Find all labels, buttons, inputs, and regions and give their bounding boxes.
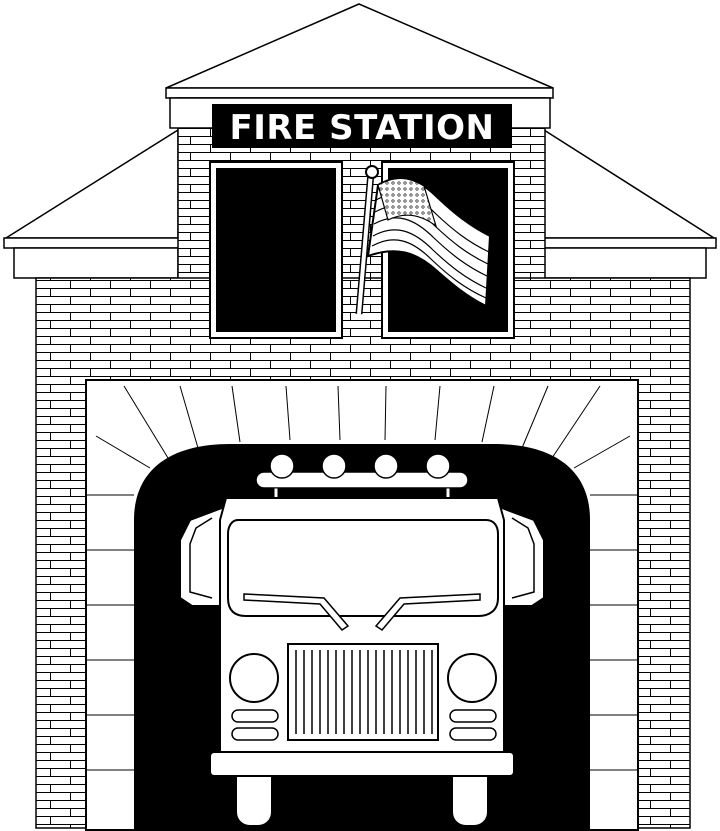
front-bumper (209, 751, 515, 777)
flag-star-field (377, 177, 438, 228)
fire-truck-icon (179, 453, 545, 827)
right-signal-top (449, 709, 497, 723)
left-signal-top (231, 709, 279, 723)
grille (287, 643, 439, 741)
left-wheel (235, 775, 273, 827)
light-bar (255, 453, 469, 499)
arch-rays (95, 385, 631, 469)
right-headlight (447, 653, 497, 703)
sign-text: FIRE STATION (229, 108, 494, 148)
top-roof (165, 3, 554, 99)
left-side-roof (3, 128, 181, 279)
left-headlight (229, 653, 279, 703)
right-side-roof (540, 128, 717, 279)
opening-side-lines (86, 494, 638, 771)
wipers (243, 593, 481, 631)
station-sign: FIRE STATION (212, 104, 512, 148)
right-signal-bottom (449, 727, 497, 741)
left-signal-bottom (231, 727, 279, 741)
right-wheel (451, 775, 489, 827)
left-window (209, 161, 343, 339)
windshield (227, 519, 499, 617)
american-flag-icon (355, 165, 492, 315)
